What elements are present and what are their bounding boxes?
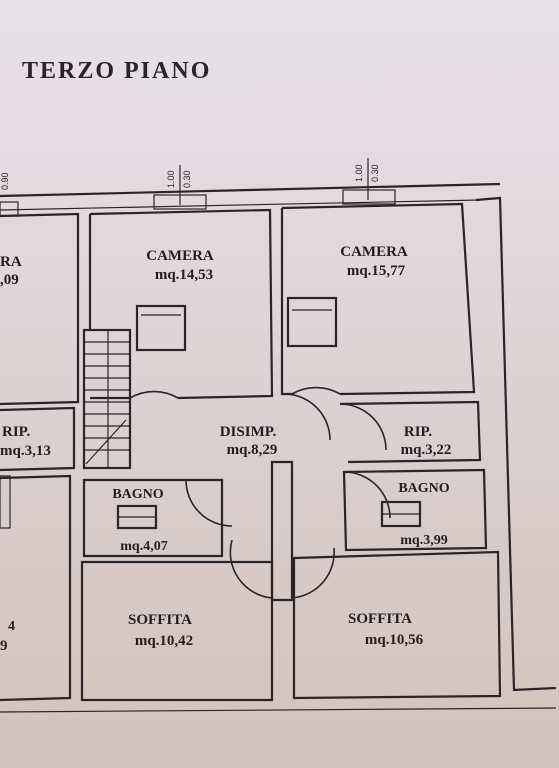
partial-rip <box>0 406 76 472</box>
partial-fixture <box>0 475 11 529</box>
floor-title: TERZO PIANO <box>22 58 212 84</box>
camera-left-walls <box>89 208 274 400</box>
rip-left-area: mq.3,13 <box>0 443 51 459</box>
partial-room-name: RA <box>0 254 22 270</box>
window-marker-partial <box>0 201 19 217</box>
soffitta-left-walls <box>80 560 274 702</box>
door-disimp <box>281 393 331 441</box>
bathtub-left <box>116 504 158 530</box>
rip-right-name: RIP. <box>404 424 432 440</box>
corridor-pillar <box>270 460 294 602</box>
disimp-area: mq.8,29 <box>227 442 278 458</box>
top-wall-inner <box>0 199 481 211</box>
soffitta-left-area: mq.10,42 <box>135 633 193 649</box>
partial-room-area: ,09 <box>0 272 19 288</box>
door-camera-left <box>129 390 179 399</box>
partial-room-top <box>0 212 80 406</box>
camera-left-wardrobe <box>135 304 187 352</box>
bagno-left-walls <box>82 478 224 558</box>
camera-right-wardrobe <box>286 296 338 348</box>
dim-label-partial: 0.90 <box>0 172 10 190</box>
bagno-left-name: BAGNO <box>112 487 163 502</box>
soffitta-right-walls <box>292 550 502 700</box>
rip-left-name: RIP. <box>2 424 30 440</box>
door-rip-right <box>339 403 387 451</box>
partial-room-bottom <box>0 474 72 702</box>
door-bagno-left <box>185 479 233 527</box>
window-marker-left <box>153 165 207 210</box>
door-soffitta-left <box>229 539 273 599</box>
bottom-line <box>0 707 557 713</box>
partial-bottom-digit: 4 <box>8 619 15 634</box>
bagno-left-area: mq.4,07 <box>120 539 167 554</box>
camera-right-area: mq.15,77 <box>347 263 406 279</box>
rip-right-area: mq.3,22 <box>401 442 452 458</box>
dim-label-right-2: 0.30 <box>370 164 380 182</box>
soffitta-right-area: mq.10,56 <box>365 632 424 648</box>
camera-right-name: CAMERA <box>340 244 408 260</box>
soffitta-right-name: SOFFITA <box>348 611 412 627</box>
bagno-right-walls <box>342 468 488 552</box>
bathtub-right <box>380 500 422 528</box>
staircase <box>82 328 132 470</box>
partial-bottom-num: 9 <box>0 638 8 654</box>
camera-left-name: CAMERA <box>146 248 214 264</box>
door-bagno-right <box>343 471 391 519</box>
dim-label-left-2: 0.30 <box>182 170 192 188</box>
bagno-right-name: BAGNO <box>398 481 449 496</box>
right-outer-wall <box>475 196 557 692</box>
camera-left-area: mq.14,53 <box>155 267 213 283</box>
window-marker-right <box>342 158 396 205</box>
disimp-name: DISIMP. <box>220 424 277 440</box>
soffitta-left-name: SOFFITA <box>128 612 192 628</box>
bagno-right-area: mq.3,99 <box>400 533 447 548</box>
door-camera-right <box>291 386 341 395</box>
top-wall <box>0 182 501 198</box>
door-soffitta-right <box>291 547 335 599</box>
rip-right-walls <box>339 400 482 464</box>
dim-label-right-1: 1.00 <box>354 164 364 182</box>
dim-label-left-1: 1.00 <box>166 170 176 188</box>
